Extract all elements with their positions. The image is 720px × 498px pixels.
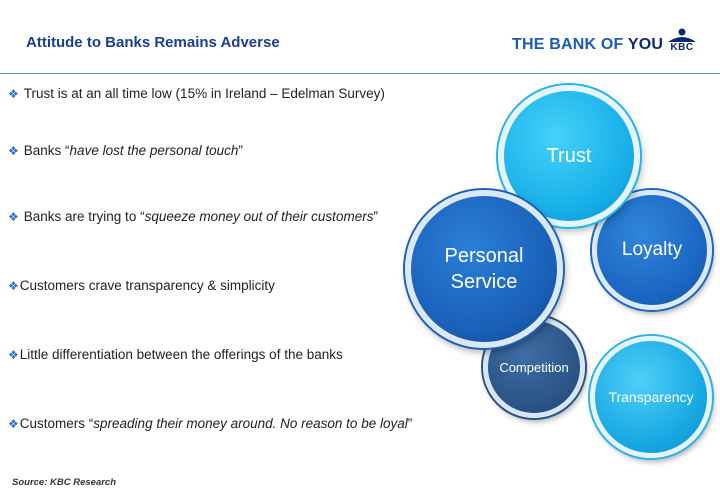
bullet-personal-touch: ❖ Banks “have lost the personal touch” <box>8 143 243 158</box>
bullet-text: Customers crave transparency & simplicit… <box>19 278 275 293</box>
kbc-logo: KBC <box>660 28 704 60</box>
circle-label: Competition <box>499 359 569 375</box>
bullet-close-quote: ” <box>407 416 413 431</box>
circle-personal-service: Personal Service <box>405 190 563 348</box>
slide-title: Attitude to Banks Remains Adverse <box>26 34 280 51</box>
bullet-differentiation: ❖Little differentiation between the offe… <box>8 347 343 362</box>
bullet-diamond-icon: ❖ <box>8 348 19 362</box>
bullet-transparency: ❖Customers crave transparency & simplici… <box>8 278 275 293</box>
bullet-text: Banks “ <box>23 143 70 158</box>
bullet-quote: spreading their money around. No reason … <box>93 416 408 431</box>
bullet-close-quote: ” <box>373 209 378 224</box>
circle-label: Loyalty <box>621 239 683 260</box>
bullet-close-quote: ” <box>238 143 243 158</box>
bullet-squeeze-money: ❖ Banks are trying to “squeeze money out … <box>8 209 378 224</box>
circle-transparency: Transparency <box>590 336 712 458</box>
bullet-quote: have lost the personal touch <box>69 143 239 158</box>
source-note: Source: KBC Research <box>12 477 117 488</box>
bullet-text: Customers “ <box>19 416 94 431</box>
bullet-text: Trust is at an all time low (15% in Irel… <box>23 86 385 101</box>
bullet-trust: ❖ Trust is at an all time low (15% in Ire… <box>8 86 385 101</box>
circle-label: Trust <box>546 144 592 167</box>
kbc-logo-text: KBC <box>670 42 694 53</box>
bullet-text: Banks are trying to “ <box>23 209 145 224</box>
circle-loyalty: Loyalty <box>592 190 712 310</box>
circle-label: Transparency <box>608 389 694 405</box>
bullet-quote: squeeze money out of their customers <box>144 209 374 224</box>
bullet-diamond-icon: ❖ <box>8 417 19 431</box>
bullet-text: Little differentiation between the offer… <box>19 347 343 362</box>
bullet-diamond-icon: ❖ <box>8 87 19 101</box>
kbc-crown-icon <box>668 28 696 42</box>
brand-you: YOU <box>627 36 664 53</box>
bullet-diamond-icon: ❖ <box>8 279 19 293</box>
bullet-spreading-money: ❖Customers “spreading their money around… <box>8 416 412 431</box>
brand-prefix: THE BANK OF <box>512 36 628 53</box>
brand-wordmark: THE BANK OF YOU <box>512 36 663 54</box>
circle-label-line1: Personal <box>444 245 524 267</box>
bullet-diamond-icon: ❖ <box>8 210 19 224</box>
header-divider <box>0 73 720 74</box>
circle-label-line2: Service <box>450 271 518 293</box>
bullet-diamond-icon: ❖ <box>8 144 19 158</box>
